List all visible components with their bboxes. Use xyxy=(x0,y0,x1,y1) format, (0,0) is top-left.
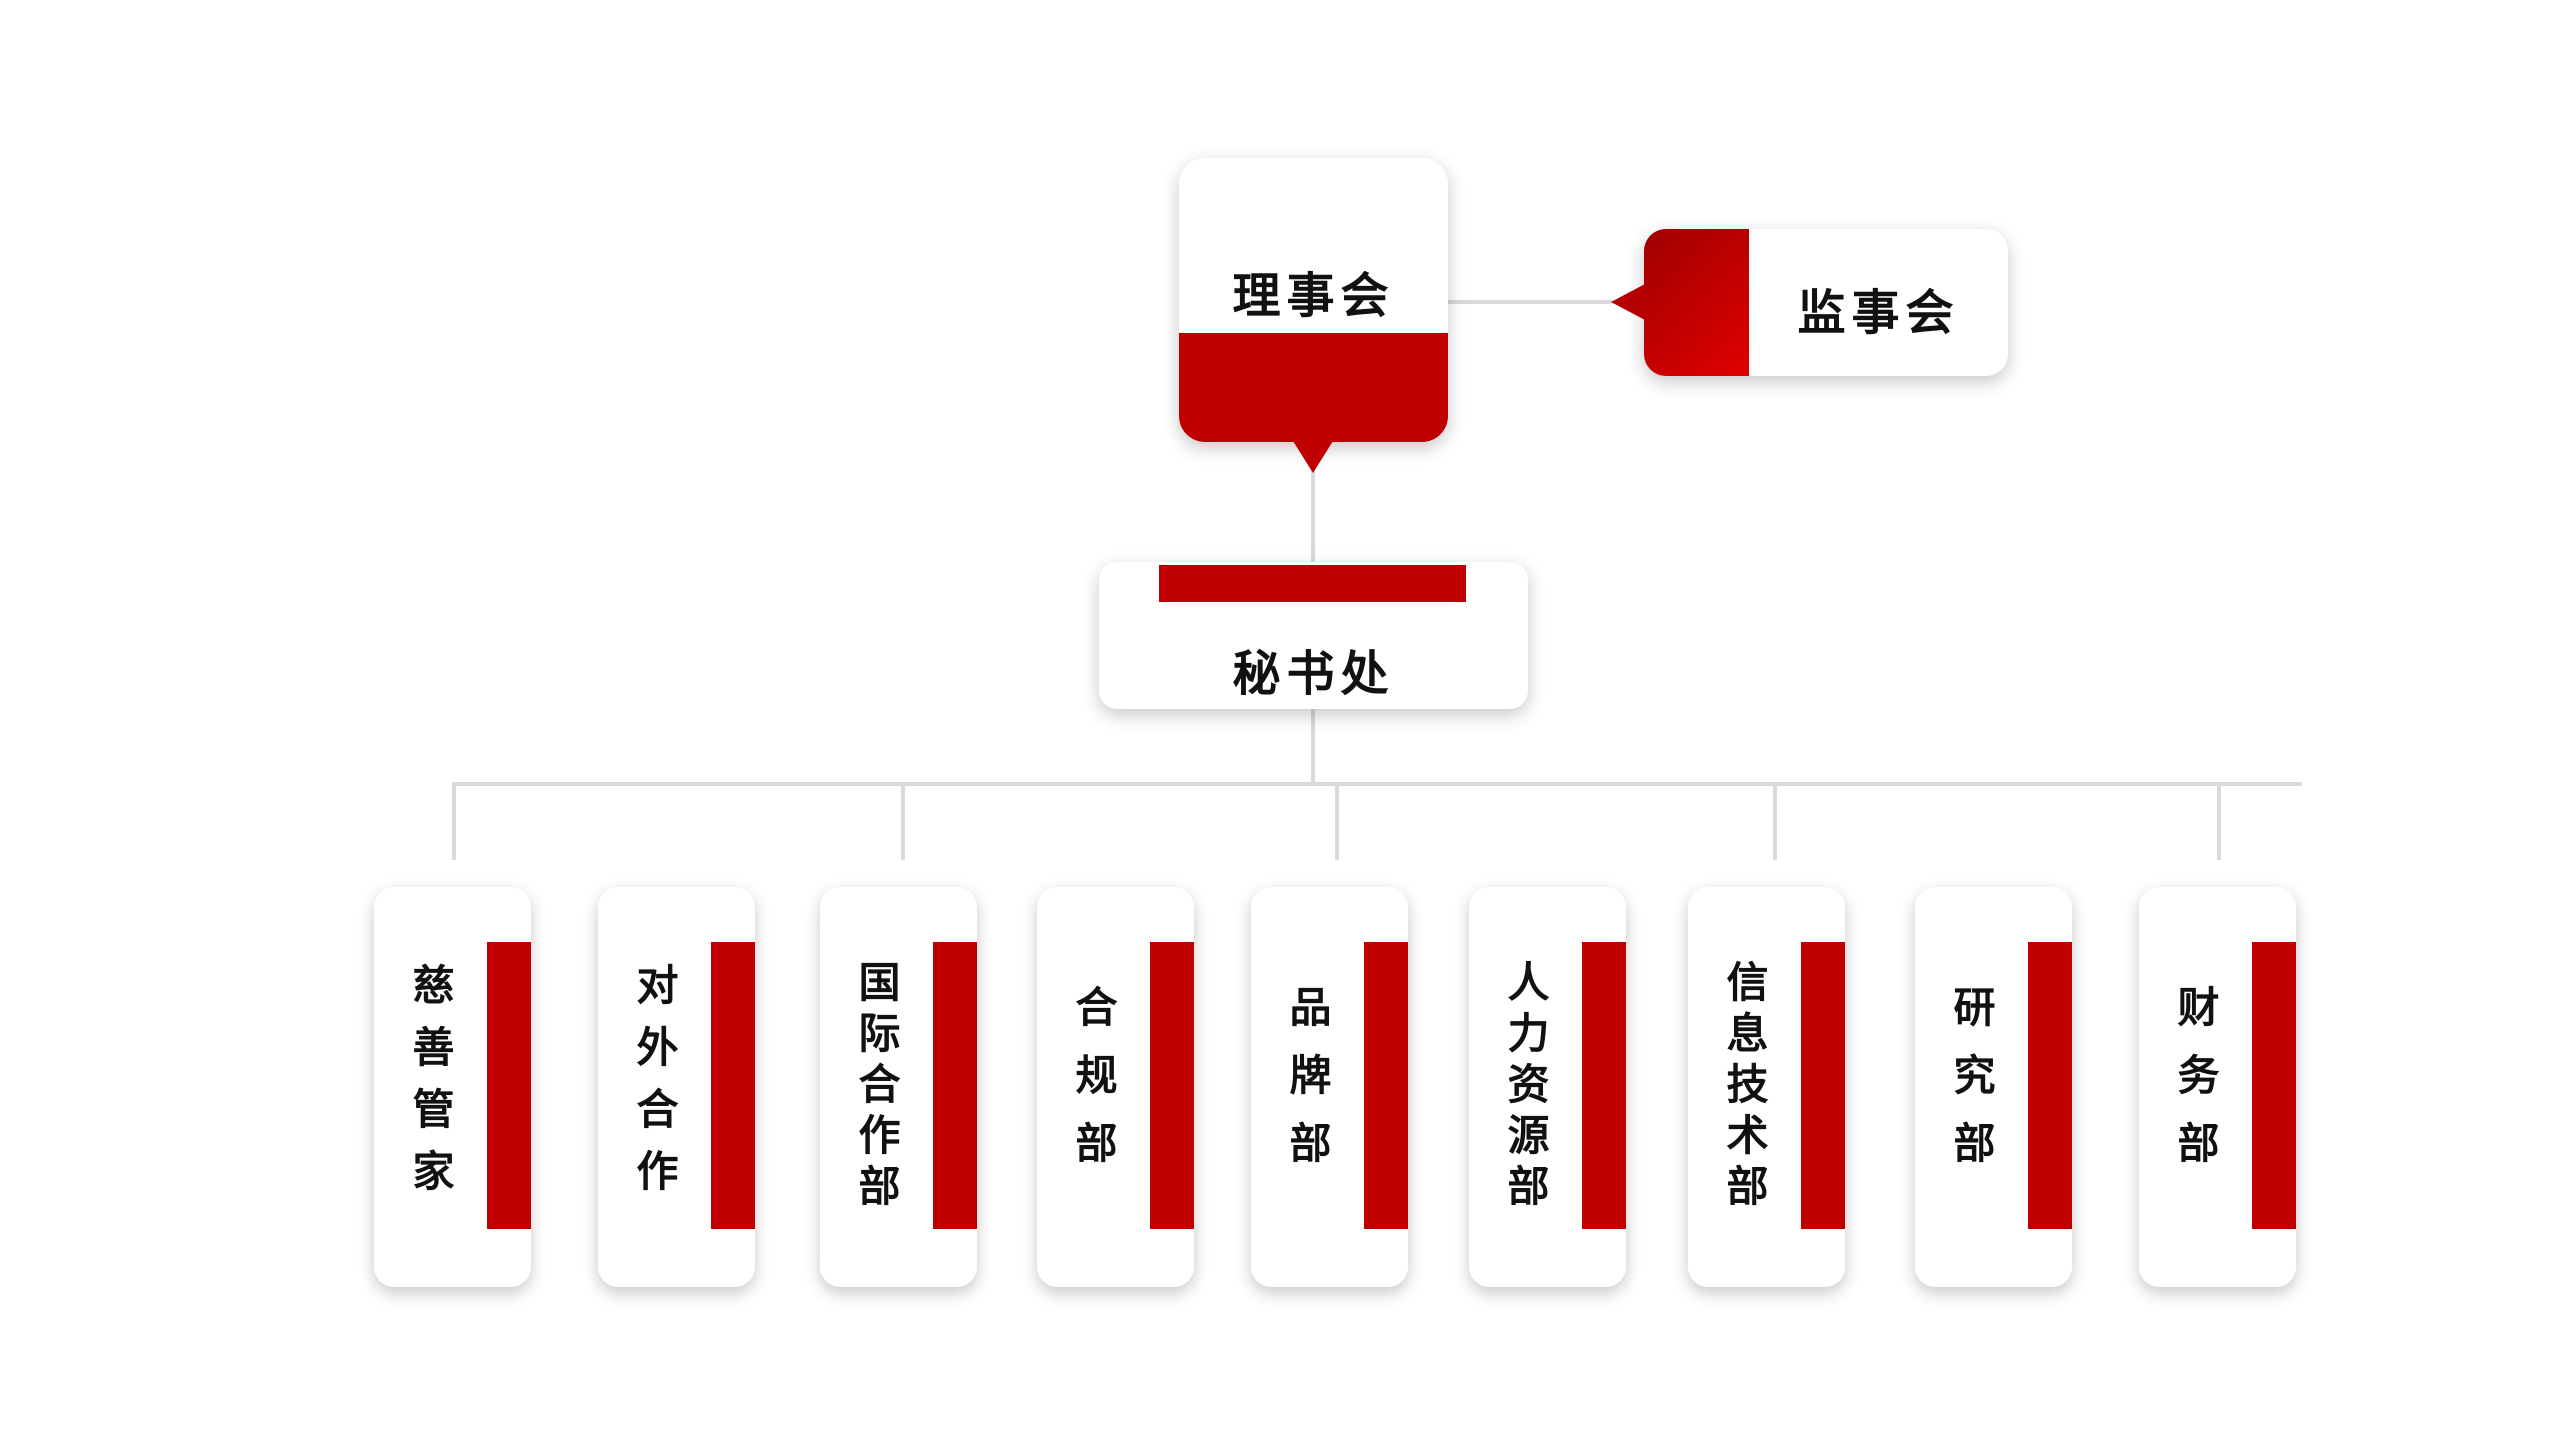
connector-board-secretariat xyxy=(1311,470,1315,564)
department-card: 国际合作部 xyxy=(820,887,977,1287)
connector-secretariat-down xyxy=(1311,709,1315,785)
supervisors-red-block xyxy=(1644,229,1749,376)
department-label: 对外合作 xyxy=(630,963,679,1211)
department-card: 对外合作 xyxy=(598,887,755,1287)
department-label: 慈善管家 xyxy=(406,963,455,1211)
connector-departments-horizontal xyxy=(452,782,2302,786)
board-label: 理事会 xyxy=(1232,268,1395,324)
department-card: 财务部 xyxy=(2139,887,2296,1287)
department-label: 人力资源部 xyxy=(1501,959,1550,1215)
department-red-bar xyxy=(2028,942,2072,1229)
secretariat-node: 秘书处 xyxy=(1099,562,1528,709)
department-card: 品牌部 xyxy=(1251,887,1408,1287)
connector-drop-5 xyxy=(2217,782,2221,860)
supervisors-pointer-triangle xyxy=(1611,284,1645,320)
secretariat-label: 秘书处 xyxy=(1232,646,1395,702)
department-red-bar xyxy=(487,942,531,1229)
department-label: 品牌部 xyxy=(1283,985,1332,1189)
supervisors-node: 监事会 xyxy=(1644,229,2008,376)
department-red-bar xyxy=(711,942,755,1229)
department-label: 财务部 xyxy=(2171,985,2220,1189)
connector-drop-4 xyxy=(1773,782,1777,860)
department-red-bar xyxy=(933,942,977,1229)
connector-drop-2 xyxy=(901,782,905,860)
department-label: 合规部 xyxy=(1069,985,1118,1189)
department-red-bar xyxy=(1801,942,1845,1229)
secretariat-red-bar xyxy=(1159,565,1466,602)
department-card: 信息技术部 xyxy=(1688,887,1845,1287)
department-label: 国际合作部 xyxy=(852,959,901,1215)
department-card: 人力资源部 xyxy=(1469,887,1626,1287)
connector-drop-3 xyxy=(1335,782,1339,860)
department-card: 合规部 xyxy=(1037,887,1194,1287)
department-card: 研究部 xyxy=(1915,887,2072,1287)
board-pointer-triangle xyxy=(1293,441,1333,473)
department-red-bar xyxy=(1150,942,1194,1229)
board-node: 理事会 xyxy=(1179,158,1448,442)
department-label: 研究部 xyxy=(1947,985,1996,1189)
supervisors-label: 监事会 xyxy=(1797,285,1960,341)
department-red-bar xyxy=(2252,942,2296,1229)
department-card: 慈善管家 xyxy=(374,887,531,1287)
board-red-band xyxy=(1179,333,1448,442)
department-red-bar xyxy=(1364,942,1408,1229)
connector-drop-1 xyxy=(452,782,456,860)
connector-board-supervisors xyxy=(1448,300,1613,304)
department-red-bar xyxy=(1582,942,1626,1229)
department-label: 信息技术部 xyxy=(1720,959,1769,1215)
